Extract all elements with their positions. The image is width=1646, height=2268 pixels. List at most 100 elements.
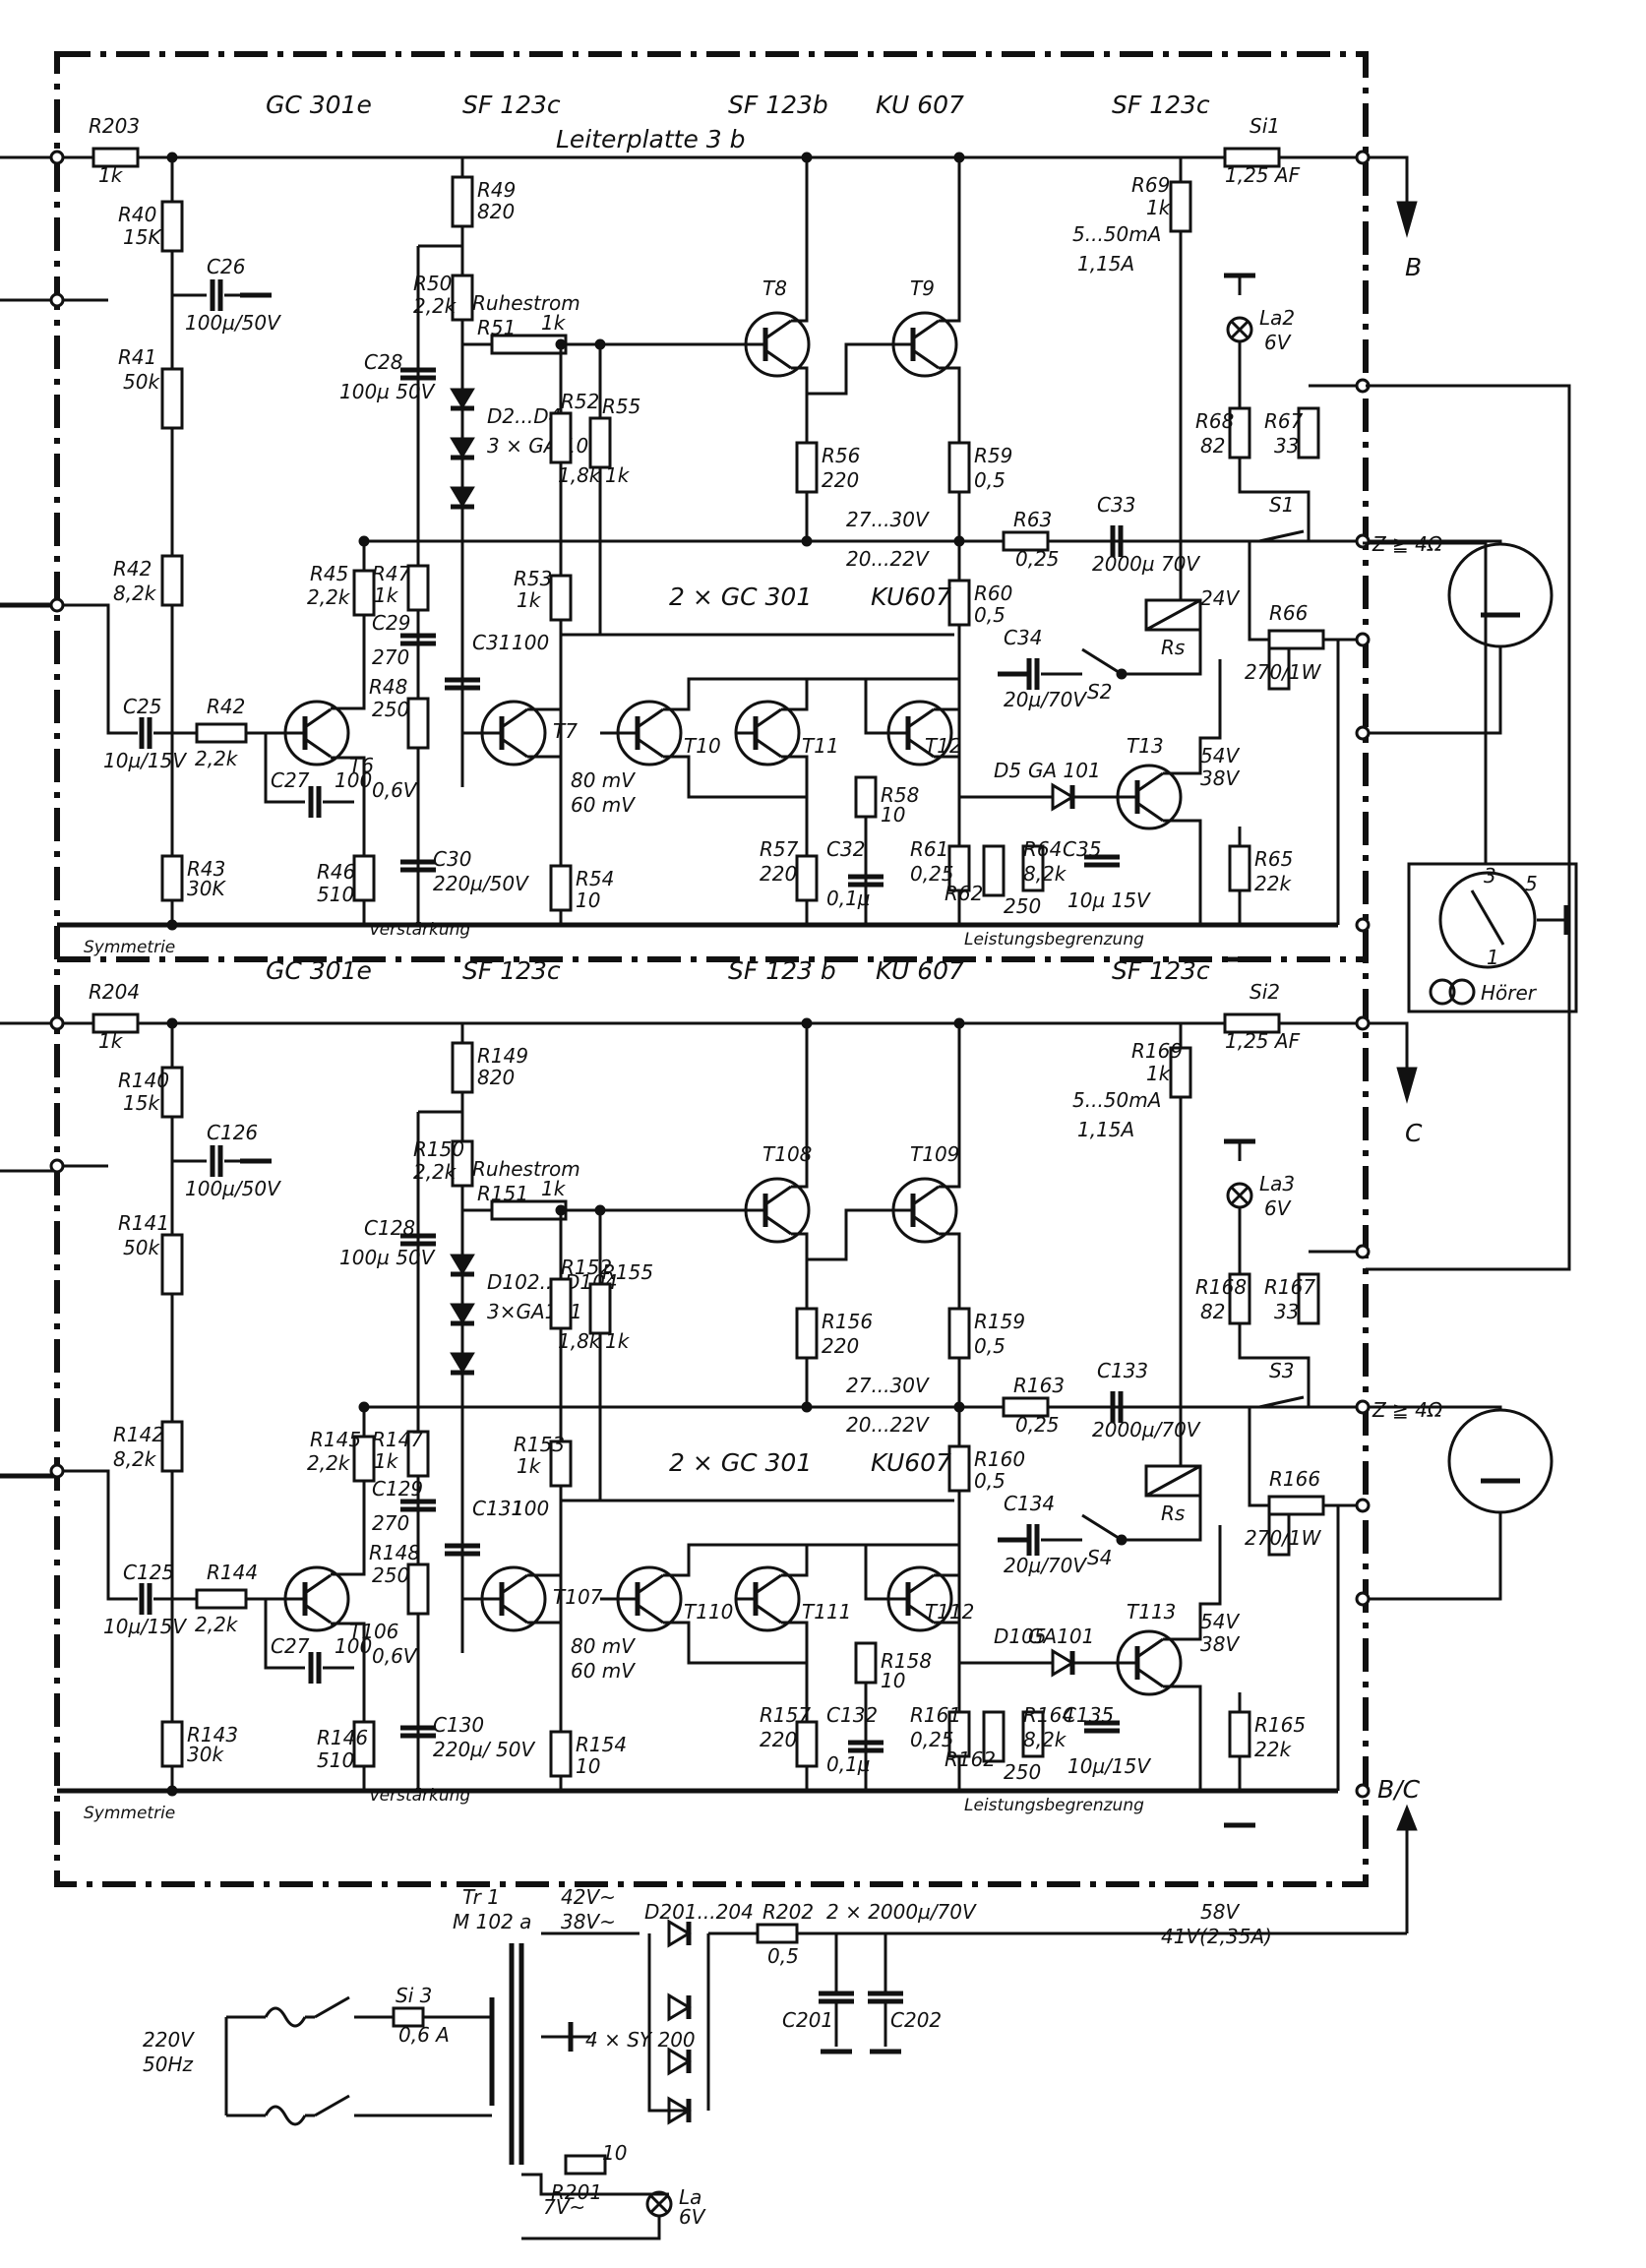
label: R141 [118, 1211, 169, 1235]
wire [264, 1599, 305, 1670]
transistor-collector [1136, 771, 1164, 793]
ma-top: 5...50mA [1072, 1088, 1161, 1112]
relay-diag [1145, 1464, 1201, 1498]
diode-d3 [450, 1352, 475, 1374]
label: C28 [364, 350, 402, 374]
label: 50k [123, 1236, 160, 1259]
label: R42 [207, 695, 245, 718]
r202 [756, 1923, 799, 1944]
label: C34 [1004, 626, 1042, 649]
label: R62 [945, 882, 983, 905]
lamp-x [649, 2194, 669, 2214]
terminal [1355, 1244, 1371, 1259]
label: C130 [433, 1713, 484, 1737]
header-type-4: SF 123c [1112, 91, 1210, 119]
label: 1k [1146, 1062, 1172, 1085]
label: 1k [374, 1449, 399, 1473]
resistor [795, 441, 819, 494]
label: R147 [372, 1428, 423, 1451]
label: 22k [1254, 872, 1292, 895]
mains-fuse-holder [264, 2006, 307, 2028]
resistor [1021, 1710, 1045, 1758]
label: R46 [317, 860, 355, 884]
resistor [451, 1139, 474, 1188]
wire [57, 1469, 138, 1601]
label: R56 [822, 444, 860, 467]
label: 1k [605, 1329, 631, 1353]
resistor [160, 200, 184, 253]
label: R163 [1013, 1374, 1065, 1397]
transistor-emitter [755, 737, 782, 759]
label: R55 [602, 395, 640, 418]
label: R61 [910, 837, 948, 861]
junction-dot [166, 919, 178, 931]
label: 820 [477, 200, 515, 223]
resistor [795, 1720, 819, 1768]
label: 1k [541, 311, 567, 335]
r-in-id: R204 [89, 980, 140, 1004]
label: 54V [1200, 1610, 1240, 1633]
diode-type: 4 × SY 200 [585, 2028, 696, 2052]
switch-s1-label: S3 [1269, 1359, 1294, 1382]
transistor-collector [912, 1185, 940, 1206]
terminal [1355, 1783, 1371, 1799]
label: C135 [1063, 1703, 1114, 1727]
transistor-collector [304, 1573, 332, 1595]
voltage-bot: 20...22V [846, 547, 930, 571]
label: R158 [881, 1649, 932, 1673]
bc-label: B/C [1377, 1775, 1421, 1804]
label: 0,1µ [826, 887, 871, 910]
resistor [947, 579, 971, 627]
resistor [549, 411, 573, 464]
header-type-2: SF 123 b [728, 956, 836, 985]
resistor [1228, 844, 1251, 892]
headphone-label: Hörer [1481, 981, 1538, 1005]
label: R42 [113, 557, 152, 581]
label: R53 [514, 567, 552, 590]
resistor [160, 1233, 184, 1296]
label: GA 101 [1028, 759, 1101, 782]
wire [939, 157, 961, 323]
label: 0,25 [1015, 1413, 1060, 1437]
resistor [549, 1440, 573, 1488]
label: 10µ/15V [1067, 1754, 1151, 1778]
transistor-emitter [304, 1603, 332, 1624]
wire [781, 679, 809, 711]
label: R63 [1013, 508, 1052, 531]
label: 0,5 [974, 1469, 1006, 1493]
label: 0,25 [910, 1728, 954, 1751]
label: T10 [684, 734, 721, 758]
label: R155 [602, 1260, 653, 1284]
fuse-value: 1,25 AF [1225, 1029, 1301, 1053]
ma-top: 5...50mA [1072, 222, 1161, 246]
label: 33 [1274, 434, 1299, 458]
label: 10 [576, 889, 600, 912]
mains-switch [314, 1995, 350, 2019]
symmetrie-label: Symmetrie [84, 1804, 175, 1823]
label: 60 mV [571, 1659, 636, 1683]
header-type-1: SF 123c [462, 91, 561, 119]
label: 2,2k [413, 1160, 457, 1184]
wire [521, 2216, 661, 2240]
label: 510 [317, 883, 354, 906]
label: 220 [760, 1728, 797, 1751]
label: R150 [413, 1137, 464, 1161]
resistor [160, 554, 184, 607]
v7-label: 7V~ [543, 2195, 585, 2219]
junction-dot [953, 152, 965, 163]
header-type-1: SF 123c [462, 956, 561, 985]
transistor-emitter [907, 1603, 935, 1624]
transistor-emitter [1136, 801, 1164, 823]
label: C33 [1097, 493, 1135, 517]
diode-d5 [1051, 1648, 1075, 1678]
label: 60 mV [571, 793, 636, 817]
label: R169 [1131, 1039, 1183, 1063]
wire [1163, 659, 1222, 775]
junction-dot [953, 535, 965, 547]
label: R154 [576, 1733, 627, 1756]
terminal [1355, 1015, 1371, 1031]
label: T8 [762, 276, 787, 300]
wire [939, 366, 961, 925]
label: T11 [802, 734, 839, 758]
wire [781, 1545, 809, 1577]
